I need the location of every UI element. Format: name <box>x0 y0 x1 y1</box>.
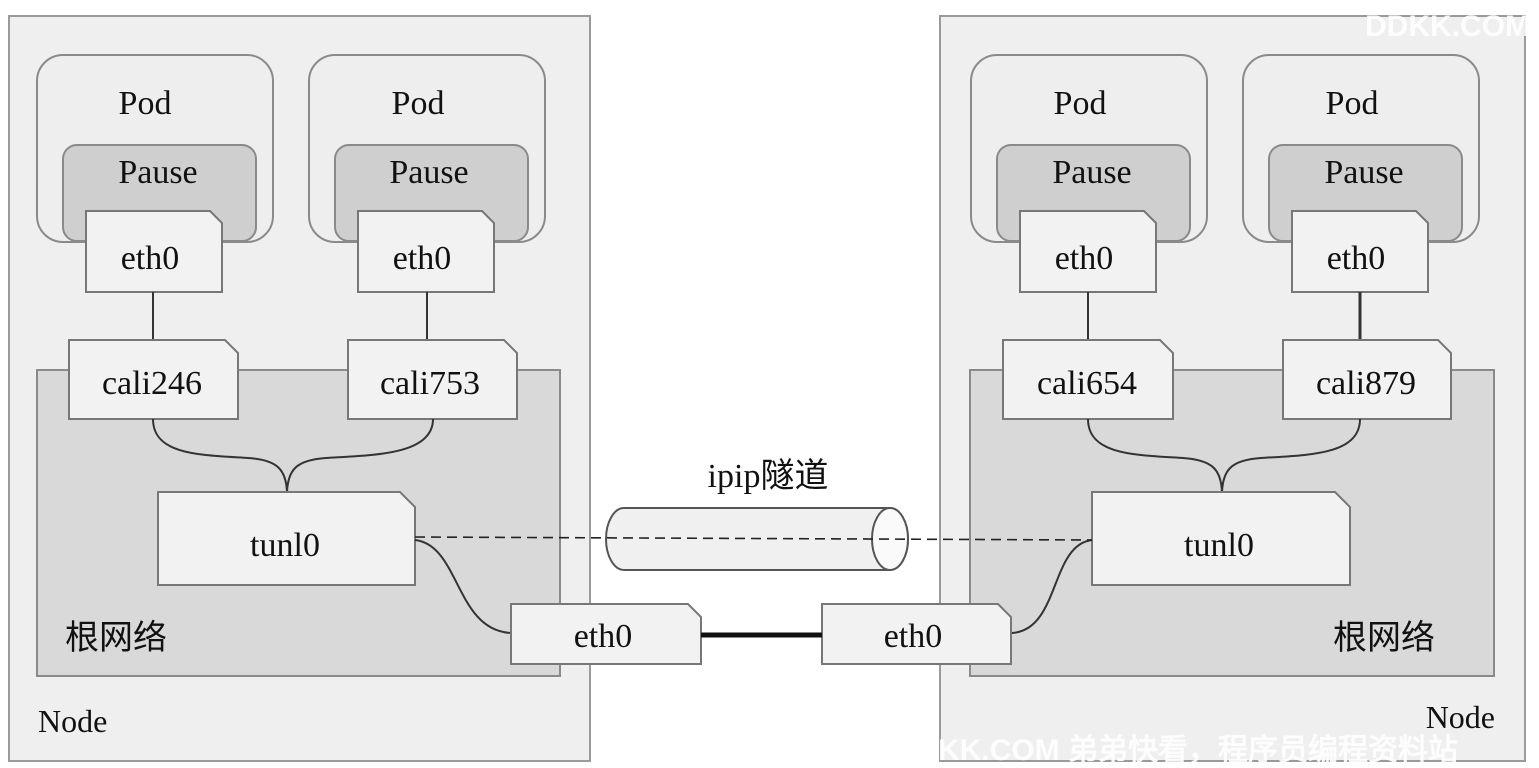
node-eth0-box-left <box>510 603 702 665</box>
pod-eth0-label: eth0 <box>393 240 452 277</box>
veth-box-cali246 <box>68 339 239 420</box>
veth-label-cali246: cali246 <box>102 365 202 402</box>
tunnel-dashed-link <box>414 536 1093 541</box>
root-network-label-right: 根网络 <box>1333 619 1435 657</box>
pod-eth0-box <box>1291 210 1429 293</box>
tunnel-label: ipip隧道 <box>708 457 829 495</box>
tunnel-label-left: tunl0 <box>250 527 320 564</box>
pod-right-1: Pod Pause eth0 <box>970 54 1208 293</box>
node-eth0-box-right <box>821 603 1012 665</box>
pause-label: Pause <box>1052 154 1131 191</box>
node-eth0-label-left: eth0 <box>574 618 633 655</box>
tunnel-label-right: tunl0 <box>1184 527 1254 564</box>
pause-label: Pause <box>118 154 197 191</box>
pause-label: Pause <box>1324 154 1403 191</box>
pod-left-2: Pod Pause eth0 <box>308 54 546 293</box>
pod-eth0-box <box>85 210 223 293</box>
pod-eth0-label: eth0 <box>1055 240 1114 277</box>
pod-label: Pod <box>119 85 172 122</box>
pod-right-2: Pod Pause eth0 <box>1242 54 1480 293</box>
pod-left-1: Pod Pause eth0 <box>36 54 274 293</box>
watermark-bottom: KK.COM 弟弟快看，程序员编程资料站 <box>938 733 1458 767</box>
tunnel-box-left <box>157 491 416 586</box>
tunnel-box-right <box>1091 491 1351 586</box>
pod-eth0-label: eth0 <box>121 240 180 277</box>
link-tunl0-eth0-left <box>414 539 512 634</box>
pause-label: Pause <box>389 154 468 191</box>
pod-eth0-label: eth0 <box>1327 240 1386 277</box>
watermark-top: DDKK.COM <box>1365 10 1530 43</box>
veth-label-cali879: cali879 <box>1316 365 1416 402</box>
link-tunl0-eth0-right <box>1011 539 1093 634</box>
veth-box-cali879 <box>1282 339 1452 420</box>
veth-box-cali654 <box>1002 339 1174 420</box>
veth-box-cali753 <box>347 339 518 420</box>
node-eth0-label-right: eth0 <box>884 618 943 655</box>
pod-label: Pod <box>1054 85 1107 122</box>
veth-label-cali753: cali753 <box>380 365 480 402</box>
node-left: Pod Pause eth0 Pod Pause eth0 cali246 ca… <box>8 15 702 762</box>
node-label-right: Node <box>1426 699 1495 735</box>
root-network-label-left: 根网络 <box>65 619 167 657</box>
node-label-left: Node <box>38 703 107 739</box>
pod-label: Pod <box>1326 85 1379 122</box>
veth-label-cali654: cali654 <box>1037 365 1137 402</box>
node-right: Pod Pause eth0 Pod Pause eth0 cali654 ca… <box>821 15 1526 762</box>
pod-eth0-box <box>1019 210 1157 293</box>
pod-eth0-box <box>357 210 495 293</box>
pod-label: Pod <box>392 85 445 122</box>
